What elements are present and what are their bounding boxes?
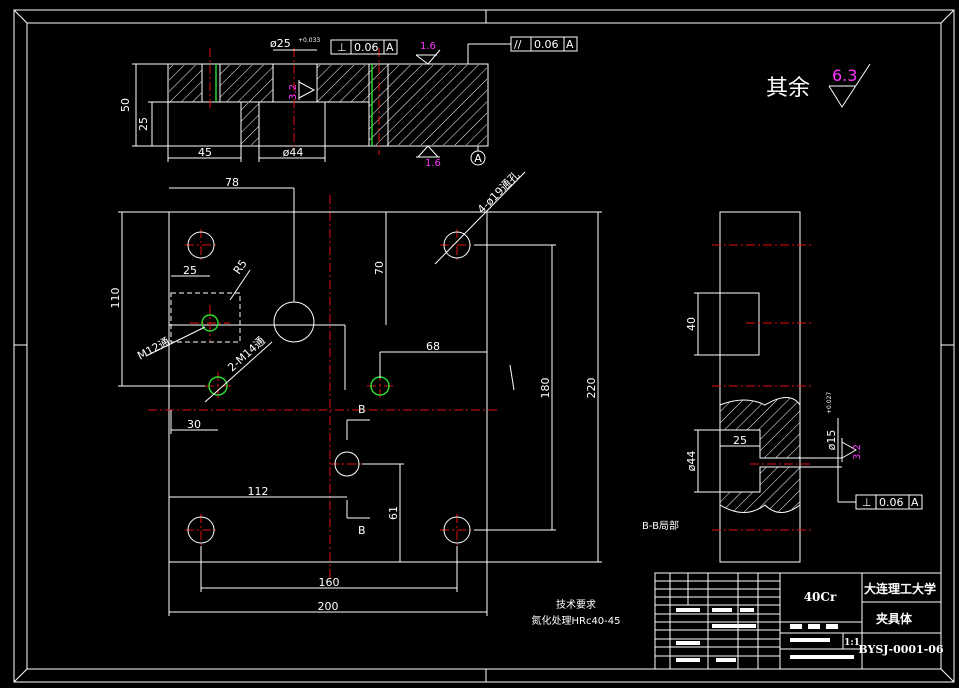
svg-text:1.6: 1.6 [420, 41, 436, 52]
drawing-number: BYSJ-0001-06 [858, 643, 944, 656]
school-name: 大连理工大学 [864, 581, 936, 596]
svg-text:3.2: 3.2 [288, 84, 299, 100]
svg-text:其余: 其余 [766, 76, 810, 101]
fcf-perpendicular-section: ⊥ 0.06 A [837, 480, 923, 510]
roughness-section: 3.2 [841, 438, 863, 462]
dim-height-25: 25 [137, 117, 150, 131]
other-surface-finish: 其余 6.3 [766, 63, 871, 108]
note-4-holes: 4-ø19通孔 [475, 169, 522, 216]
svg-text:0.06: 0.06 [879, 496, 904, 509]
svg-text:3.2: 3.2 [852, 444, 863, 460]
dim-78: 78 [225, 176, 239, 189]
dim-40: 40 [685, 317, 698, 331]
note-m14: 2-M14通 [225, 334, 267, 374]
datum-a: A [470, 145, 486, 166]
part-name: 夹具体 [876, 611, 913, 626]
side-view: 40 25 ø44 ø15 +0.027 3.2 ⊥ 0.06 A B-B局部 [642, 211, 923, 563]
phi15-tolerance: +0.027 [826, 392, 833, 414]
roughness-bottom: 1.6 [416, 145, 441, 169]
title-block: 40Cr 大连理工大学 夹具体 1:1 BYSJ-0001-06 [654, 572, 944, 670]
dim-220: 220 [585, 378, 598, 399]
dim-30: 30 [187, 418, 201, 431]
scale: 1:1 [844, 638, 860, 648]
svg-text:A: A [474, 152, 482, 165]
section-label: B-B局部 [642, 519, 679, 532]
section-b-top: B [358, 403, 366, 416]
top-section-view: 50 25 45 ø44 ø25 +0.033 ⊥ 0.06 A // 0.06 [119, 36, 578, 169]
fcf-parallel: // 0.06 A [467, 36, 578, 64]
material: 40Cr [804, 590, 837, 604]
svg-text:⊥: ⊥ [337, 41, 347, 54]
svg-text:1.6: 1.6 [425, 158, 441, 169]
dim-25-section: 25 [733, 434, 747, 447]
svg-text:0.06: 0.06 [534, 38, 559, 51]
dim-25-plan: 25 [183, 264, 197, 277]
dim-110: 110 [109, 288, 122, 309]
dim-45: 45 [198, 146, 212, 159]
svg-text:A: A [566, 38, 574, 51]
dim-phi44-section: ø44 [685, 451, 698, 472]
dim-68: 68 [426, 340, 440, 353]
bore-tolerance: +0.033 [298, 37, 320, 44]
dim-phi25: ø25 [270, 37, 291, 50]
svg-text:技术要求: 技术要求 [556, 598, 596, 611]
dim-160: 160 [319, 576, 340, 589]
dim-61: 61 [387, 506, 400, 520]
fcf-perpendicular-top: ⊥ 0.06 A [330, 39, 398, 55]
svg-text:0.06: 0.06 [354, 41, 379, 54]
technical-requirements: 技术要求 氮化处理HRc40-45 [531, 598, 620, 627]
roughness-bore: 3.2 [288, 80, 316, 100]
plan-view: 78 70 110 25 R5 30 68 180 220 112 61 160 [109, 169, 602, 616]
dim-112: 112 [248, 485, 269, 498]
svg-text://: // [514, 38, 522, 51]
dim-200: 200 [318, 600, 339, 613]
dim-70: 70 [373, 261, 386, 275]
roughness-top: 1.6 [415, 41, 441, 65]
note-m12: M12通 [135, 335, 172, 363]
dim-phi15: ø15 [825, 430, 838, 451]
dim-180: 180 [539, 378, 552, 399]
svg-text:A: A [386, 41, 394, 54]
svg-text:A: A [911, 496, 919, 509]
dim-height-50: 50 [119, 98, 132, 112]
drawing-frame [13, 9, 955, 683]
svg-text:6.3: 6.3 [832, 66, 857, 85]
svg-text:氮化处理HRc40-45: 氮化处理HRc40-45 [531, 614, 620, 627]
dim-phi44-top: ø44 [283, 146, 304, 159]
section-b-bottom: B [358, 524, 366, 537]
svg-text:⊥: ⊥ [862, 496, 872, 509]
